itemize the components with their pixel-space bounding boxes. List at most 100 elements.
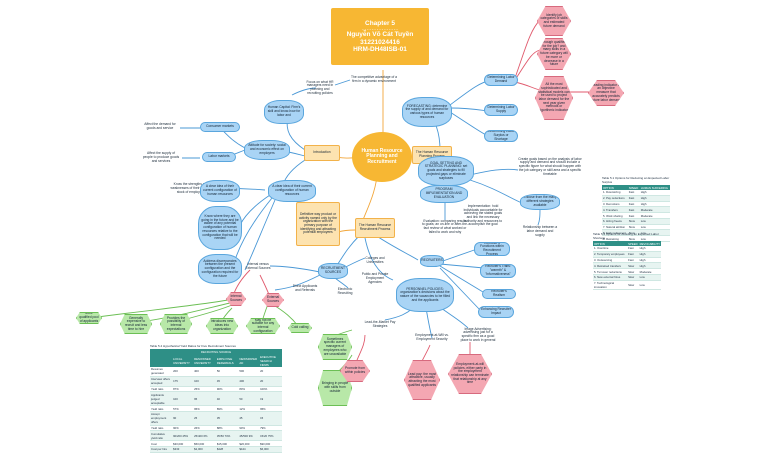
table-cell: Accept employment offers xyxy=(150,411,173,426)
identify-job-categories[interactable]: Identify job categories of skills and es… xyxy=(537,6,571,36)
yield-ratio-table: Table 5.4 Hypothetical Yield Ratios for … xyxy=(150,344,282,453)
forecasting-node[interactable]: FORECASTING: determine the supply of and… xyxy=(402,97,452,127)
recruiter-traits[interactable]: Recruiter's Traits: "warmth" & "informat… xyxy=(480,264,516,278)
student-id: 31221024416 xyxy=(360,38,400,46)
connector xyxy=(337,229,356,233)
current-configuration-node[interactable]: A clear idea of their current configurat… xyxy=(268,180,316,202)
goal-setting-node[interactable]: GOAL SETTING AND STRATEGIC PLANNING: set… xyxy=(418,156,474,186)
table-cell: Low xyxy=(639,229,670,237)
avoiding-shortage-table: Table 5.2 Options for Avoiding an Expect… xyxy=(593,232,661,291)
personnel-policies-node[interactable]: PERSONNEL POLICIES: organization's decis… xyxy=(396,278,454,312)
table-cell: 20 xyxy=(259,376,282,387)
table-cell: 1. Downsizing xyxy=(602,190,628,196)
green-possibility[interactable]: Provides the possibility of internal exp… xyxy=(160,314,192,334)
table-cell: 25 xyxy=(193,411,216,426)
determining-labor-supply[interactable]: Determining Labor Supply xyxy=(484,104,518,116)
table-cell: $333 xyxy=(172,446,194,453)
yield-column-header: NEWSPAPER AD xyxy=(238,354,260,367)
table-cell: 45 xyxy=(215,376,239,387)
table-cell: 8. Early retirement xyxy=(602,229,628,237)
program-implementation-node[interactable]: PROGRAM IMPLEMENTATION AND EVALUATION xyxy=(420,185,468,203)
table-cell: 90/200 45% xyxy=(172,430,194,442)
connector xyxy=(439,263,485,269)
table-cell: Low xyxy=(639,224,670,231)
human-capital-node[interactable]: Human Capital: Firm's skill and know-how… xyxy=(264,100,304,124)
table-cell: 1. Overtime xyxy=(593,246,628,252)
choose-strategies[interactable]: Choose from the many different strategie… xyxy=(520,194,560,210)
strategic-definition[interactable]: Definitive way product or activity named… xyxy=(296,202,340,246)
affect-supply-note: Affect the supply of people to produce g… xyxy=(142,151,180,163)
reducing-column-header: HUMAN SUFFERING xyxy=(639,185,670,190)
connector xyxy=(439,267,481,311)
clear-idea-node[interactable]: A clear idea of their current configurat… xyxy=(200,180,240,202)
green-expensive[interactable]: Generally expensive to recruit and less … xyxy=(120,314,152,334)
determining-labor-surplus[interactable]: Determining Labor Surplus or Shortage xyxy=(484,130,518,142)
promote-from-within[interactable]: Promote from within policies xyxy=(340,360,370,382)
address-discrepancies-node[interactable]: Address discrepancies between the presen… xyxy=(198,254,242,284)
table-cell: Moderate xyxy=(639,212,670,219)
table-cell: 35/50 70% xyxy=(215,430,239,442)
table-cell: Fast xyxy=(627,212,640,219)
table-cell: 100 xyxy=(172,391,194,407)
table-cell: 15 xyxy=(259,411,282,426)
table-cell: 7. Technological innovation xyxy=(593,280,628,291)
labor-markets-node[interactable]: Labor markets xyxy=(202,152,236,162)
table-cell: 2. Temporary employees xyxy=(593,251,628,258)
yield-column-header: EMPLOYEE REFERRALS xyxy=(215,354,239,367)
employment-at-will-pink[interactable]: Employment-at-will policies, either part… xyxy=(448,354,492,394)
table-cell: Fast xyxy=(627,190,640,196)
table-cell: 35 xyxy=(215,411,239,426)
table-cell: 26% xyxy=(193,425,216,432)
table-cell: Slow xyxy=(627,218,640,225)
important-note: Relationship between a labor demand and … xyxy=(522,225,558,237)
topic-recruitment-process[interactable]: The Human Resource Recruitment Process xyxy=(355,218,395,238)
recruiters-node[interactable]: RECRUITERS xyxy=(420,255,444,267)
know-where-node[interactable]: Know where they are going in the future … xyxy=(198,206,242,250)
green-new-ideas[interactable]: Introduces new ideas into organization xyxy=(206,318,238,334)
table-cell: 100 xyxy=(193,376,216,387)
table-cell: Moderate xyxy=(639,206,670,214)
green-more-qualified[interactable]: More qualified pool of applicants xyxy=(76,312,102,324)
recruitment-sources-node[interactable]: RECRUITMENT SOURCES xyxy=(318,263,348,279)
chapter-dashes: - - - - - - - - - - - - - - - xyxy=(362,26,398,31)
table-cell: Yield ratio xyxy=(150,425,173,432)
recruiter-realism[interactable]: Recruiter's Realism xyxy=(482,289,516,299)
implementation-note: Implementation: hold individuals account… xyxy=(463,203,503,227)
determining-labor-demand[interactable]: Determining Labor Demand xyxy=(484,74,518,86)
consumer-markets-node[interactable]: Consumer markets xyxy=(200,122,240,132)
yield-header-group: RECRUITING SOURCE xyxy=(150,349,282,354)
topic-introduction[interactable]: Introduction xyxy=(304,145,340,161)
table-cell: 50 xyxy=(238,391,260,407)
avoiding-column-header: REVOCABILITY xyxy=(638,241,661,246)
table-cell: 25/400 6% xyxy=(193,430,216,442)
green-cold-calling[interactable]: Cold calling xyxy=(288,323,312,333)
focus-hr-note: Focus on what HR managers need in planni… xyxy=(306,79,334,95)
leading-indicator[interactable]: Leading indicator is an objective measur… xyxy=(588,80,624,106)
table-cell: Slow xyxy=(627,274,639,281)
connector xyxy=(449,107,489,112)
external-sources-node[interactable]: External Sources xyxy=(262,293,284,307)
table-cell: 45/500 9% xyxy=(238,430,260,442)
green-sometimes[interactable]: Sometimes specific current managers of e… xyxy=(318,334,352,360)
recruiter-functions[interactable]: Recruiter's Functions within Recruitment… xyxy=(474,242,510,256)
connector xyxy=(244,199,276,271)
table-cell: 15/20 75% xyxy=(259,430,282,442)
central-topic[interactable]: Human Resource Planning and Recruitment xyxy=(352,132,412,182)
table-cell: Fast xyxy=(627,195,640,202)
table-cell: 45 xyxy=(238,411,260,426)
enhancing-recruiter-impact[interactable]: Enhancing Recruiter Impact xyxy=(478,306,514,318)
green-may-not[interactable]: May not be suitable for any internal con… xyxy=(246,318,280,334)
table-cell: Slow xyxy=(627,224,640,231)
internal-sources-node[interactable]: Internal Sources xyxy=(226,292,246,306)
enough-qualified[interactable]: Enough qualified for the job? and many s… xyxy=(537,38,571,70)
attitude-society-node[interactable]: Attitude for society: social and economi… xyxy=(244,140,290,160)
table-cell: Yield ratio xyxy=(150,386,173,393)
